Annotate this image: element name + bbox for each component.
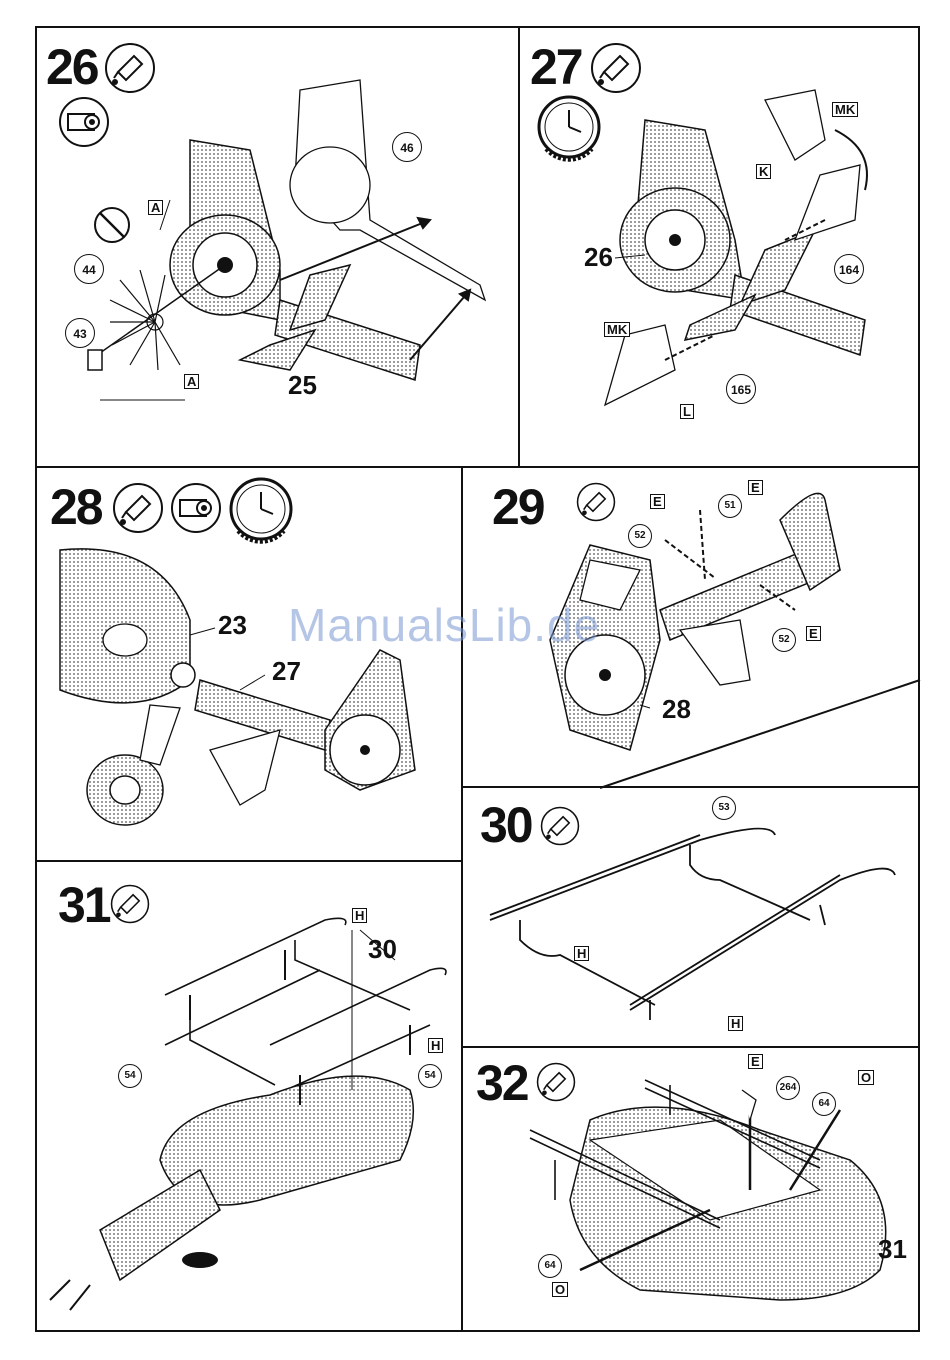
part-64: 64 [538,1254,562,1278]
step-30-drawing [480,820,910,1040]
tag-a: A [148,200,163,215]
tag-o: O [858,1070,874,1085]
drying-clock-icon [228,476,294,542]
callout-30: 30 [368,936,397,962]
part-53: 53 [712,796,736,820]
part-164: 164 [834,254,864,284]
tag-e: E [806,626,821,641]
step-26-drawing [40,60,510,460]
part-52: 52 [772,628,796,652]
tag-h: H [574,946,589,961]
part-64: 64 [812,1092,836,1116]
part-52: 52 [628,524,652,548]
part-54: 54 [418,1064,442,1088]
tag-k: K [756,164,771,179]
callout-27: 27 [272,658,301,684]
tag-a: A [184,374,199,389]
part-51: 51 [718,494,742,518]
step-31-drawing [40,900,460,1325]
tag-h: H [728,1016,743,1031]
step-28-drawing [40,540,460,855]
tag-e: E [650,494,665,509]
part-165: 165 [726,374,756,404]
part-54: 54 [118,1064,142,1088]
callout-28: 28 [662,696,691,722]
decal-water-icon [170,482,222,534]
part-43: 43 [65,318,95,348]
watermark: ManualsLib.de [288,598,600,652]
tag-o: O [552,1282,568,1297]
callout-23: 23 [218,612,247,638]
part-44: 44 [74,254,104,284]
part-46: 46 [392,132,422,162]
step-number: 28 [50,482,102,532]
tag-e: E [748,480,763,495]
tag-mk: MK [604,322,630,337]
callout-26: 26 [584,244,613,270]
tag-l: L [680,404,694,419]
part-264: 264 [776,1076,800,1100]
callout-25: 25 [288,372,317,398]
tag-h: H [428,1038,443,1053]
tag-h: H [352,908,367,923]
glue-tube-icon [112,482,164,534]
step-32-drawing [520,1060,915,1330]
tag-e: E [748,1054,763,1069]
step-number: 29 [492,482,544,532]
tag-mk: MK [832,102,858,117]
callout-31: 31 [878,1236,907,1262]
